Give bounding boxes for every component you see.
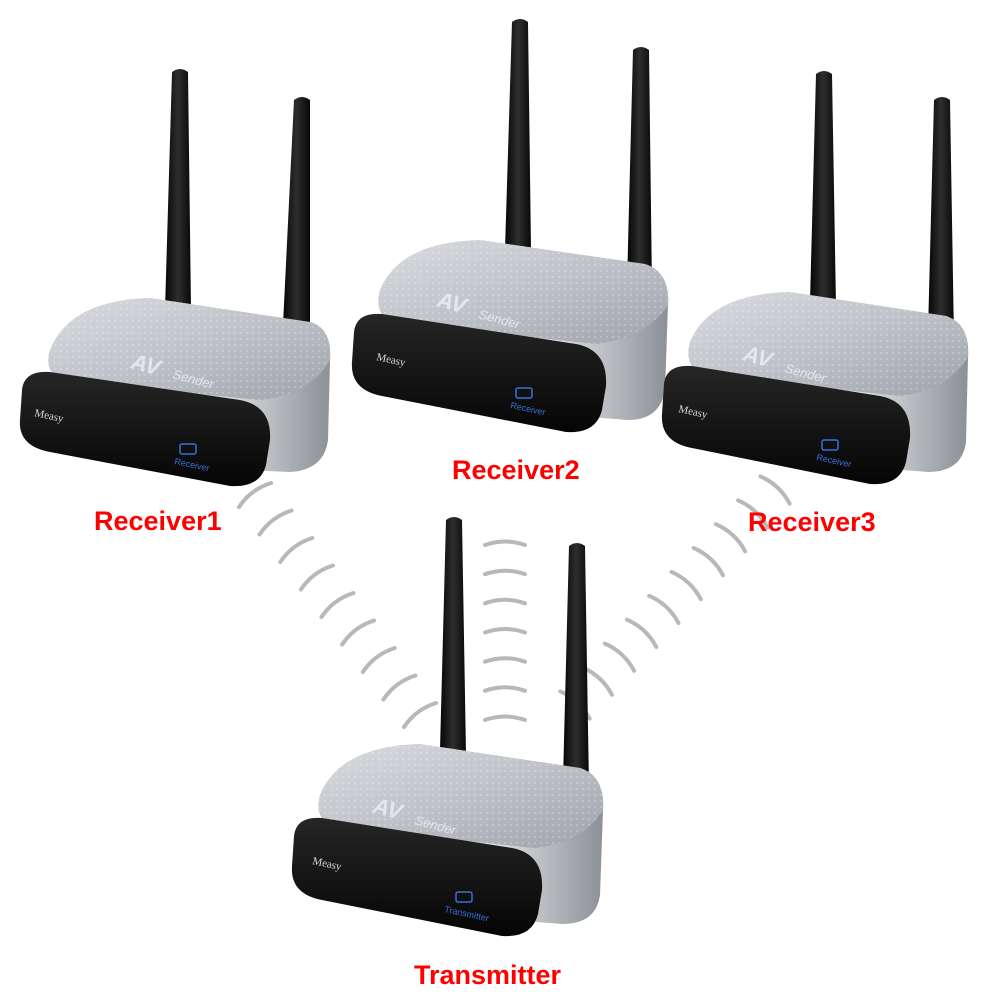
- signal-wave-arc: [360, 646, 397, 674]
- label-receiver2: Receiver2: [452, 455, 580, 485]
- antenna-right: [627, 47, 652, 290]
- label-receiver3: Receiver3: [748, 507, 876, 537]
- antenna-right: [928, 97, 954, 340]
- signal-wave-arc: [713, 522, 748, 554]
- device-body: AV Sender Measy Receiver: [661, 292, 969, 485]
- device-body: AV Sender Measy Receiver: [351, 240, 669, 433]
- led-icon: [515, 387, 533, 399]
- label-transmitter: Transmitter: [414, 960, 562, 990]
- device-receiver3: AV Sender Measy Receiver: [661, 71, 969, 485]
- signal-wave-arc: [602, 641, 637, 673]
- signal-wave-arc: [402, 701, 438, 729]
- signal-wave-arc: [298, 563, 335, 592]
- signal-wave-arc: [691, 546, 725, 578]
- signal-wave-arc: [483, 685, 527, 693]
- led-icon: [179, 443, 197, 455]
- device-receiver2: AV Sender Measy Receiver: [351, 19, 669, 433]
- signal-wave-arc: [647, 593, 681, 626]
- antenna-left: [165, 69, 191, 310]
- signal-waves: [237, 474, 792, 729]
- signal-wave-arc: [278, 536, 315, 564]
- device-receiver1: AV Sender Measy Receiver: [19, 69, 331, 487]
- antenna-left: [440, 517, 466, 755]
- signal-wave-arc: [625, 617, 659, 649]
- signal-wave-arc: [483, 568, 527, 577]
- device-transmitter: AV Sender Measy Transmitter: [291, 517, 604, 937]
- antenna-left: [505, 19, 531, 250]
- led-icon: [821, 439, 839, 451]
- signal-wave-arc: [736, 498, 770, 530]
- signal-wave-arc: [340, 618, 377, 647]
- antenna-right: [283, 97, 310, 335]
- antenna-right: [563, 543, 589, 788]
- signal-wave-arc: [669, 569, 703, 602]
- signal-wave-arc: [483, 597, 527, 606]
- signal-wave-arc: [483, 627, 527, 635]
- label-receiver1: Receiver1: [94, 506, 222, 536]
- device-body: AV Sender Measy Receiver: [19, 298, 331, 487]
- led-icon: [455, 891, 473, 903]
- antenna-left: [810, 71, 836, 307]
- signal-wave-arc: [237, 481, 273, 509]
- signal-wave-arc: [319, 591, 356, 619]
- signal-wave-arc: [483, 714, 527, 722]
- signal-wave-arc: [483, 539, 527, 547]
- signal-wave-arc: [483, 656, 527, 664]
- device-body: AV Sender Measy Transmitter: [291, 744, 604, 937]
- signal-wave-arc: [257, 508, 294, 537]
- signal-wave-arc: [758, 474, 792, 506]
- signal-wave-arc: [381, 673, 418, 702]
